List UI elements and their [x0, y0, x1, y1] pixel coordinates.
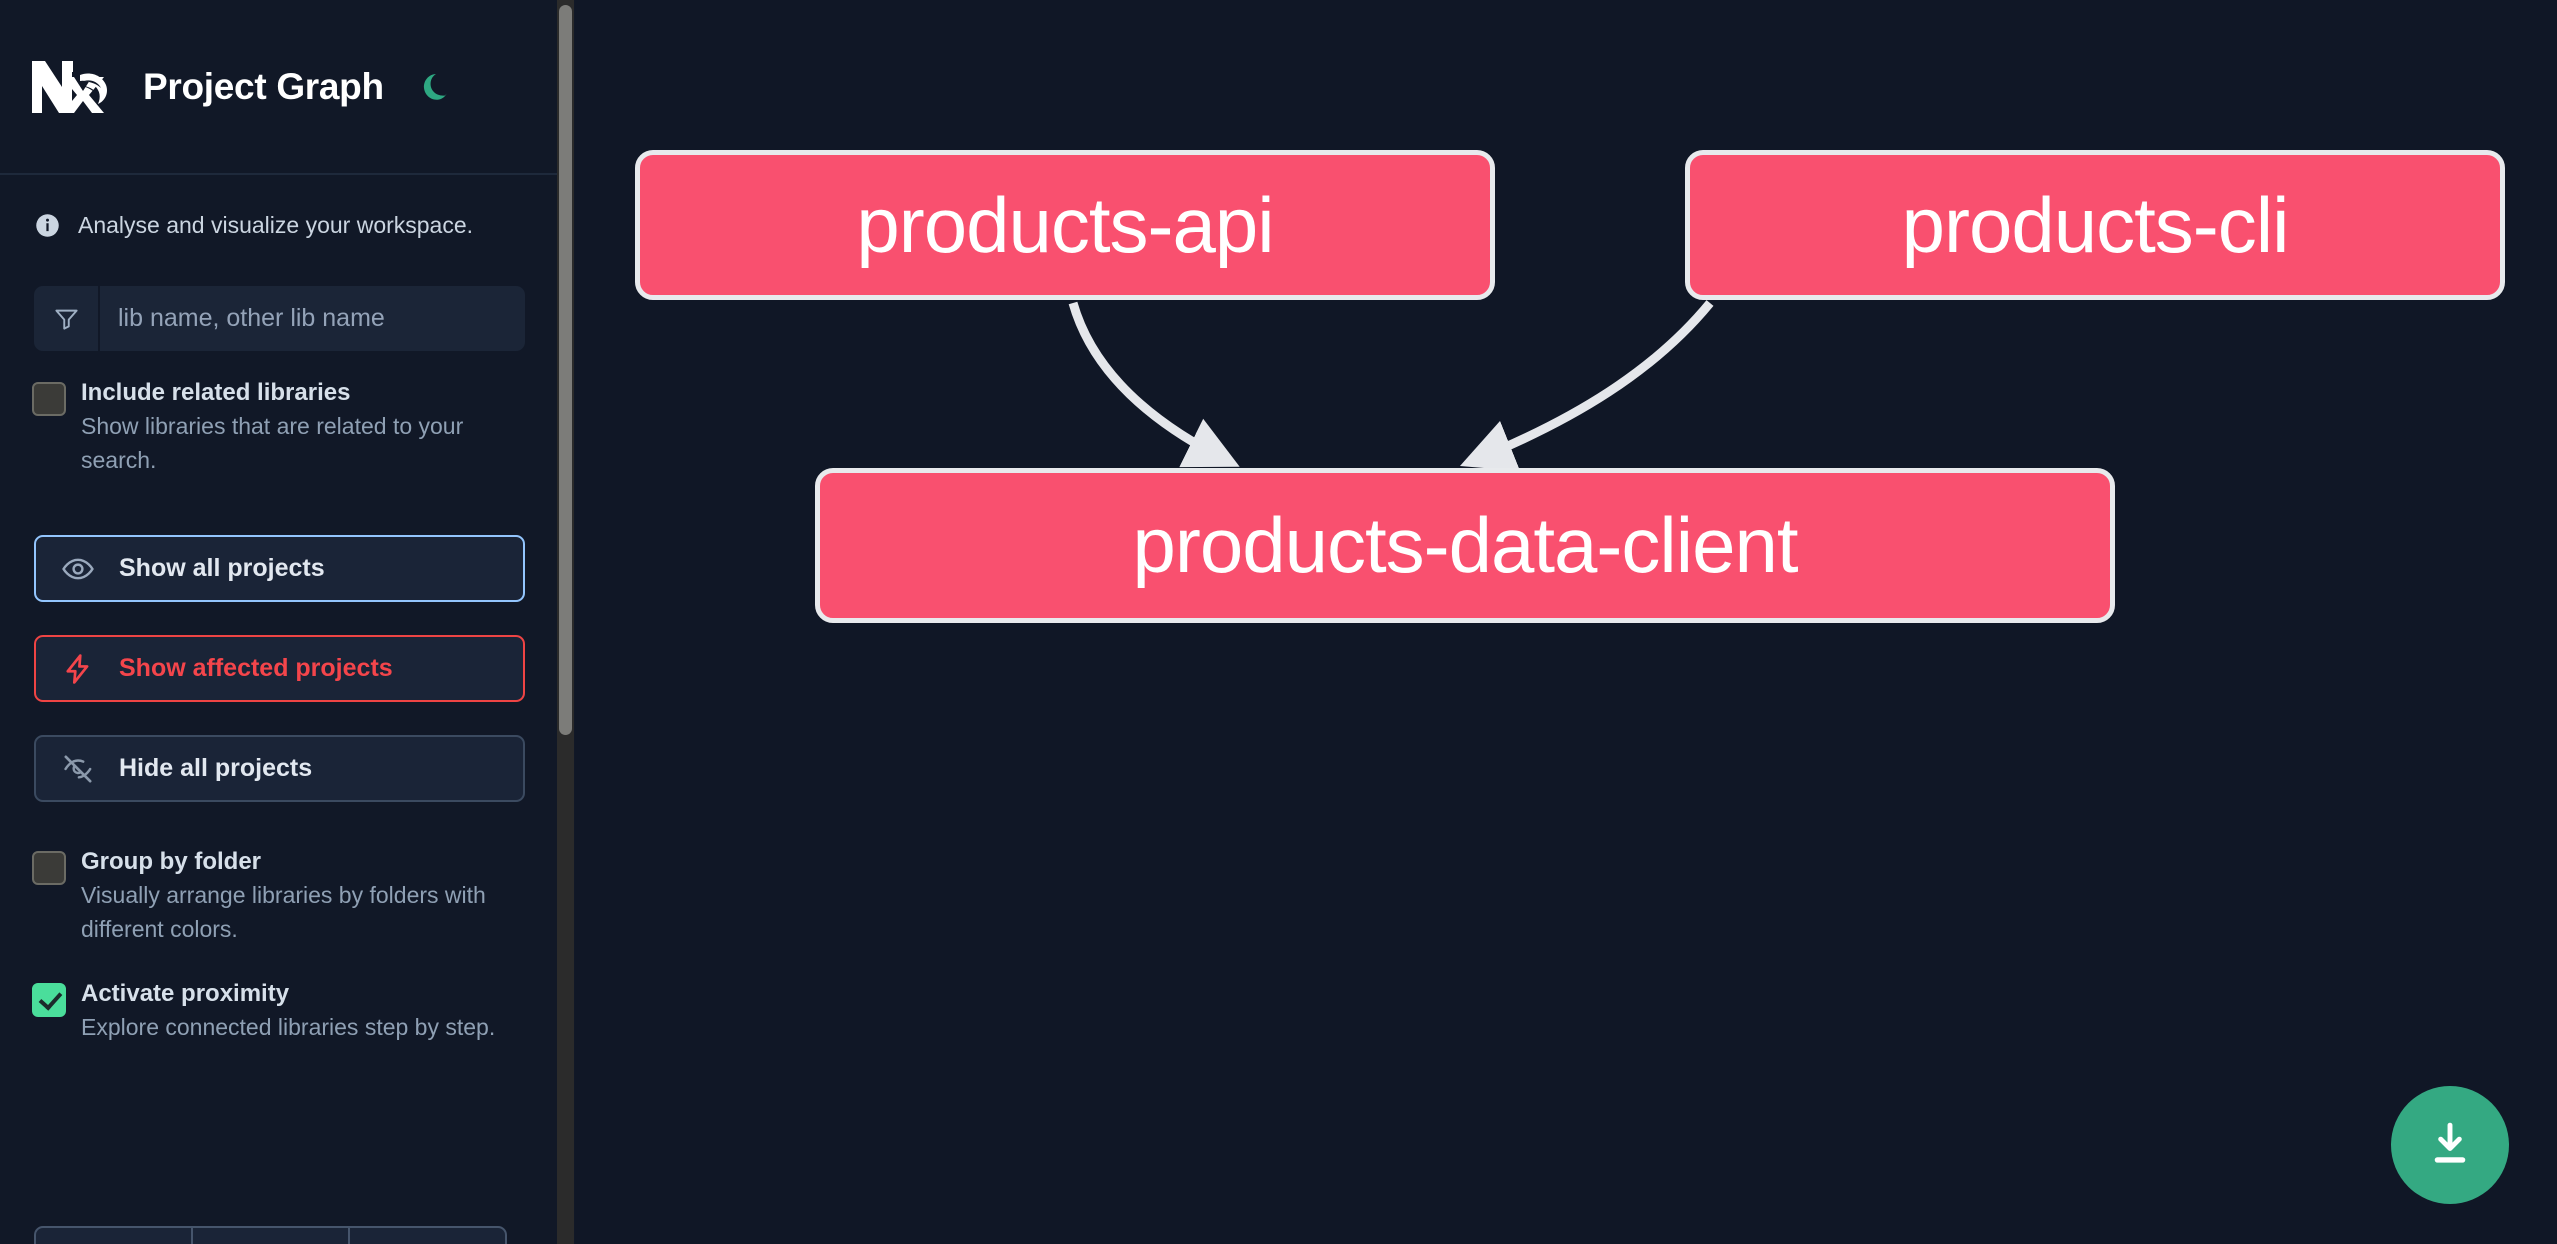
- show-all-projects-button[interactable]: Show all projects: [34, 535, 525, 602]
- download-graph-button[interactable]: [2391, 1086, 2509, 1204]
- checkbox-activate-proximity[interactable]: [32, 983, 66, 1017]
- segment-option-3[interactable]: [350, 1228, 505, 1244]
- filter-icon-button[interactable]: [34, 286, 100, 351]
- node-label: products-data-client: [1132, 501, 1798, 589]
- segment-option-1[interactable]: [36, 1228, 193, 1244]
- sidebar-content: Project Graph Analyse and visualize your…: [0, 0, 557, 1244]
- download-icon: [2434, 1122, 2466, 1163]
- checkbox-group-by-folder[interactable]: [32, 851, 66, 885]
- filter-funnel-icon: [54, 309, 78, 330]
- sidebar-scrollbar-thumb[interactable]: [559, 5, 572, 735]
- graph-node-products-data-client[interactable]: products-data-client: [815, 468, 2115, 623]
- nx-logo: [32, 60, 108, 113]
- button-label: Show all projects: [119, 554, 325, 582]
- show-affected-projects-button[interactable]: Show affected projects: [34, 635, 525, 702]
- eye-off-icon: [60, 751, 95, 786]
- sidebar-scrollbar-track[interactable]: [557, 0, 574, 1244]
- lightning-bolt-icon: [60, 651, 95, 686]
- option-label: Group by folder: [81, 848, 261, 875]
- proximity-segmented-control[interactable]: [34, 1226, 507, 1244]
- graph-edges-layer: [1068, 300, 1714, 472]
- option-description: Show libraries that are related to your …: [81, 413, 464, 473]
- graph-node-products-cli[interactable]: products-cli: [1685, 150, 2505, 300]
- graph-canvas[interactable]: products-api products-cli products-data-…: [575, 0, 2557, 1244]
- moon-icon: [423, 73, 447, 100]
- sidebar-subtitle-row: Analyse and visualize your workspace.: [0, 175, 557, 239]
- edge-products-cli-to-products-data-client: [1459, 300, 1714, 472]
- segment-option-2[interactable]: [193, 1228, 350, 1244]
- eye-icon: [60, 551, 95, 586]
- sidebar: Project Graph Analyse and visualize your…: [0, 0, 575, 1244]
- option-description: Explore connected libraries step by step…: [81, 1014, 496, 1041]
- sidebar-subtitle: Analyse and visualize your workspace.: [78, 212, 474, 238]
- option-label: Include related libraries: [81, 379, 351, 406]
- theme-toggle-button[interactable]: [417, 67, 457, 107]
- button-label: Hide all projects: [119, 754, 313, 782]
- edge-products-api-to-products-data-client: [1068, 301, 1240, 468]
- option-include-related-libraries[interactable]: Include related libraries Show libraries…: [0, 379, 557, 477]
- project-visibility-buttons: Show all projects Show affected projects: [34, 535, 525, 802]
- option-description: Visually arrange libraries by folders wi…: [81, 882, 486, 942]
- option-group-by-folder[interactable]: Group by folder Visually arrange librari…: [0, 848, 557, 946]
- sidebar-header: Project Graph: [0, 0, 557, 175]
- node-label: products-cli: [1901, 180, 2290, 269]
- search-field-wrapper: [34, 286, 525, 351]
- option-activate-proximity[interactable]: Activate proximity Explore connected lib…: [0, 980, 557, 1045]
- button-label: Show affected projects: [119, 654, 393, 682]
- graph-node-products-api[interactable]: products-api: [635, 150, 1495, 300]
- option-label: Activate proximity: [81, 980, 290, 1007]
- node-label: products-api: [856, 180, 1274, 269]
- info-icon: [36, 214, 59, 237]
- search-input[interactable]: [100, 286, 525, 351]
- checkbox-include-related-libraries[interactable]: [32, 382, 66, 416]
- hide-all-projects-button[interactable]: Hide all projects: [34, 735, 525, 802]
- page-title: Project Graph: [143, 65, 384, 107]
